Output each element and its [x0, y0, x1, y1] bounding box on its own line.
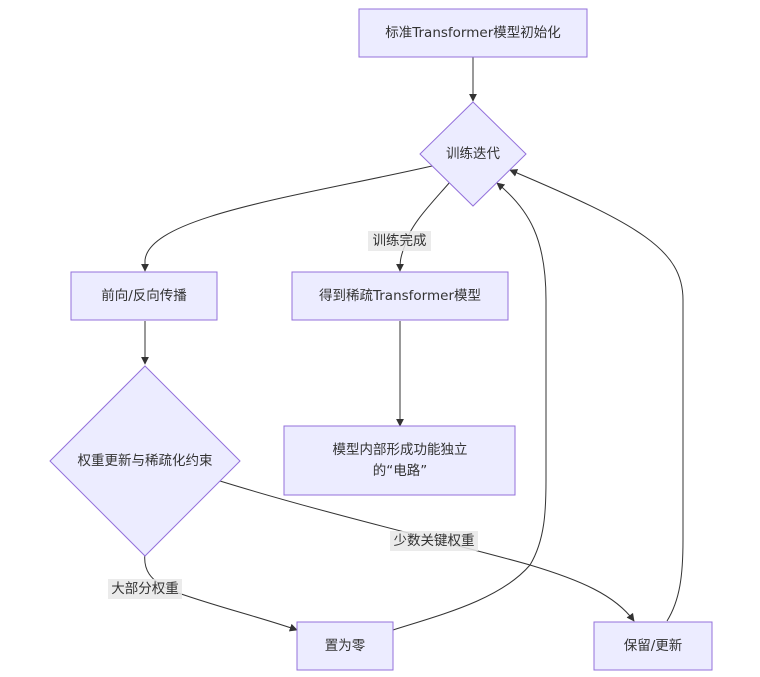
node-keep-label: 保留/更新: [624, 638, 683, 654]
node-sparse-model[interactable]: 得到稀疏Transformer模型: [291, 271, 509, 321]
node-iterate-label: 训练迭代: [446, 146, 500, 162]
edge-keep-to-iterate: [509, 169, 684, 622]
edge-label-most-text: 大部分权重: [111, 580, 179, 597]
node-propagate-label: 前向/反向传播: [101, 287, 187, 304]
edge-label-done-text: 训练完成: [373, 233, 427, 249]
node-keep[interactable]: 保留/更新: [593, 621, 713, 671]
node-init-label: 标准Transformer模型初始化: [385, 24, 561, 41]
node-update[interactable]: 权重更新与稀疏化约束: [49, 365, 241, 557]
edge-update-to-keep: [219, 480, 635, 622]
node-update-label: 权重更新与稀疏化约束: [78, 452, 213, 469]
node-zero-label: 置为零: [325, 638, 366, 654]
node-sparse-model-label: 得到稀疏Transformer模型: [319, 287, 481, 304]
edge-label-few: 少数关键权重: [390, 531, 478, 551]
node-zero[interactable]: 置为零: [296, 621, 394, 671]
node-circuits-label-line1: 模型内部形成功能独立: [333, 442, 468, 458]
node-circuits-label-line2: 的“电路”: [373, 463, 428, 479]
node-iterate[interactable]: 训练迭代: [419, 101, 527, 207]
node-propagate[interactable]: 前向/反向传播: [70, 271, 218, 321]
edge-label-done: 训练完成: [368, 231, 431, 251]
edge-zero-to-iterate: [392, 182, 547, 631]
edge-label-most: 大部分权重: [108, 579, 182, 599]
edge-iterate-to-sparse-model: [396, 181, 451, 272]
edge-label-few-text: 少数关键权重: [394, 532, 475, 549]
edge-iterate-to-propagate: [141, 165, 433, 272]
node-circuits[interactable]: 模型内部形成功能独立 的“电路”: [283, 425, 516, 496]
node-init[interactable]: 标准Transformer模型初始化: [358, 8, 588, 58]
